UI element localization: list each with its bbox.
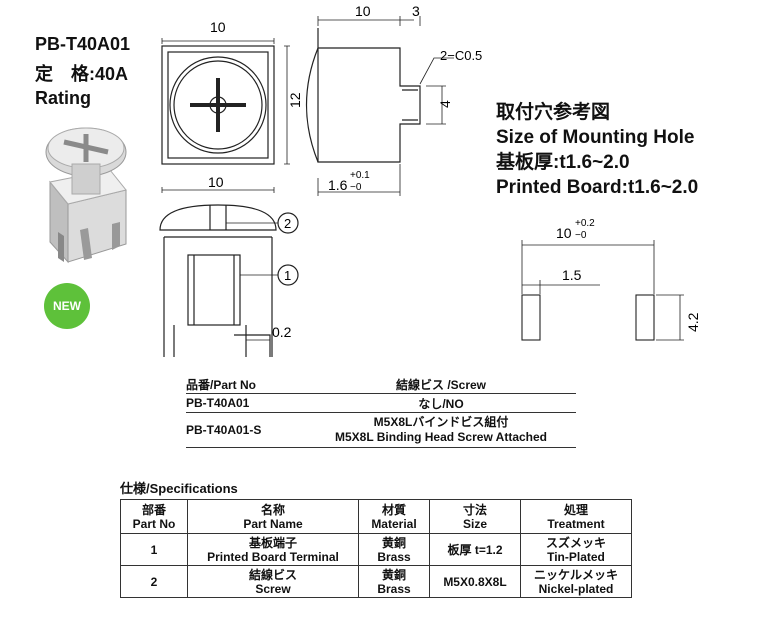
mounting-title-en: Size of Mounting Hole <box>496 127 695 148</box>
mount-dim-1-5: 1.5 <box>562 267 582 283</box>
mount-dim-10: 10 <box>556 225 572 241</box>
dim-10-bottom: 10 <box>208 174 224 190</box>
part-table-header-screw: 結線ビス /Screw <box>395 378 487 392</box>
screw-option-en: M5X8L Binding Head Screw Attached <box>334 430 548 444</box>
spec-material-en: Brass <box>377 581 411 596</box>
spec-material-en: Brass <box>377 549 411 564</box>
board-thickness-jp: 基板厚:t1.6~2.0 <box>496 152 630 173</box>
mounting-hole-drawing: 10 +0.2 −0 1.5 4.2 <box>521 218 701 341</box>
spec-header-name-jp: 名称 <box>260 502 285 517</box>
part-table-row: PB-T40A01-S M5X8Lバインドビス組付 M5X8L Binding … <box>186 413 576 448</box>
spec-size: 板厚 t=1.2 <box>429 533 521 566</box>
part-no: PB-T40A01-S <box>186 423 262 437</box>
spec-header-no-jp: 部番 <box>141 502 166 517</box>
spec-name-jp: 結線ビス <box>248 567 297 582</box>
dim-thick: 1.6 <box>328 177 348 193</box>
rating-jp: 定 格:40A <box>35 64 129 84</box>
spec-no: 2 <box>120 565 188 598</box>
spec-size: M5X0.8X8L <box>429 565 521 598</box>
mounting-title-jp: 取付穴参考図 <box>496 102 611 123</box>
mount-dim-4-2: 4.2 <box>685 312 701 332</box>
spec-material-jp: 黄銅 <box>381 535 406 550</box>
dim-4: 4 <box>437 100 453 108</box>
spec-treatment-en: Tin-Plated <box>547 549 605 564</box>
dim-12: 12 <box>287 92 303 108</box>
mount-dim-10-tol-minus: −0 <box>575 230 587 241</box>
spec-treatment-jp: ニッケルメッキ <box>533 567 618 582</box>
spec-header-treatment-jp: 処理 <box>563 502 588 517</box>
dim-chamfer: 2−C0.5 <box>440 48 482 63</box>
dim-thick-tol-plus: +0.1 <box>350 170 370 181</box>
rating-en: Rating <box>35 88 91 108</box>
part-number-table: 品番/Part No 結線ビス /Screw PB-T40A01 なし/NO P… <box>186 376 576 448</box>
dim-thick-tol-minus: −0 <box>350 182 362 193</box>
part-table-header-part: 品番/Part No <box>186 378 257 392</box>
spec-material-jp: 黄銅 <box>381 567 406 582</box>
spec-header-treatment-en: Treatment <box>547 516 605 531</box>
screw-option-jp: M5X8Lバインドビス組付 <box>373 415 509 429</box>
spec-no: 1 <box>120 533 188 566</box>
spec-treatment-jp: スズメッキ <box>545 535 606 550</box>
spec-name-en: Screw <box>255 581 291 596</box>
new-badge: NEW <box>44 283 90 329</box>
side-assembly-drawing: 10 2 1 0.2 <box>159 174 299 357</box>
spec-header-no-en: Part No <box>132 516 176 531</box>
spec-header-material-en: Material <box>371 516 417 531</box>
spec-header-size-en: Size <box>462 516 487 531</box>
balloon-1: 1 <box>284 268 291 283</box>
spec-name-jp: 基板端子 <box>248 535 297 550</box>
front-view-drawing: 10 10 3 2−C0.5 12 4 1.6 +0.1 −0 <box>161 3 482 196</box>
product-illustration <box>45 127 127 264</box>
spec-name-en: Printed Board Terminal <box>207 549 339 564</box>
spec-header-size-jp: 寸法 <box>462 502 487 517</box>
board-thickness-en: Printed Board:t1.6~2.0 <box>496 177 699 198</box>
dim-3: 3 <box>412 3 420 19</box>
part-table-row: PB-T40A01 なし/NO <box>186 394 576 413</box>
spec-header-material-jp: 材質 <box>381 502 406 517</box>
dim-10-front: 10 <box>210 19 226 35</box>
mount-dim-10-tol-plus: +0.2 <box>575 218 595 229</box>
model-title: PB-T40A01 <box>35 34 131 54</box>
spec-header-name-en: Part Name <box>243 516 303 531</box>
dim-10-side: 10 <box>355 3 371 19</box>
balloon-2: 2 <box>284 216 291 231</box>
part-no: PB-T40A01 <box>186 396 250 410</box>
spec-title: 仕様/Specifications <box>120 481 238 496</box>
spec-treatment-en: Nickel-plated <box>538 581 614 596</box>
dim-0-2: 0.2 <box>272 324 292 340</box>
screw-option: なし/NO <box>418 396 464 411</box>
